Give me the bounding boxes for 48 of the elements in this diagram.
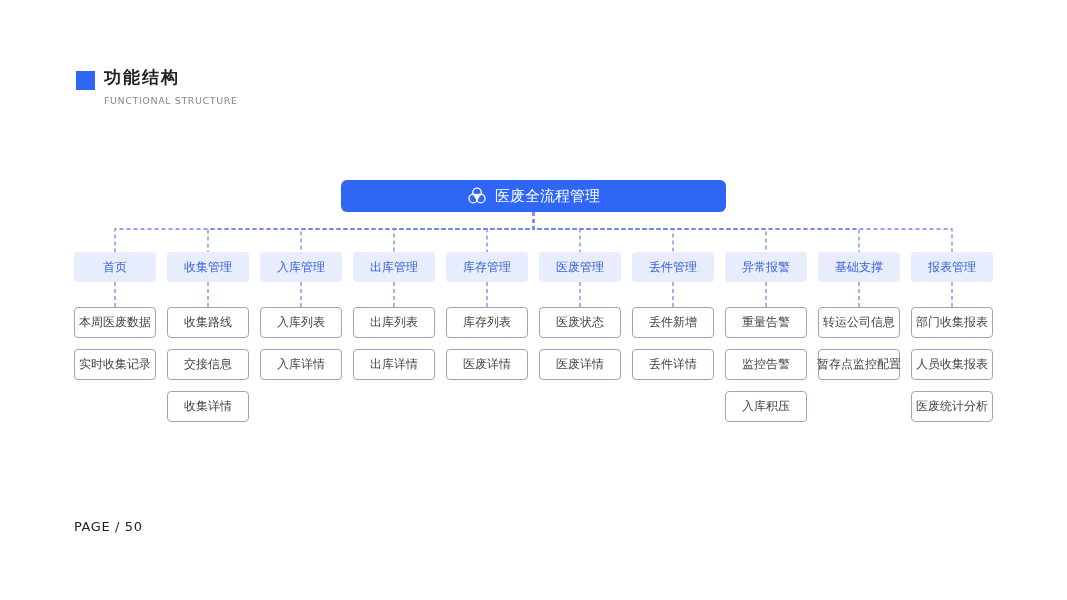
function-box: 收集路线: [167, 307, 249, 338]
function-box: 丢件新增: [632, 307, 714, 338]
module-box: 库存管理: [446, 252, 528, 282]
function-box: 医废详情: [446, 349, 528, 380]
subtitle: FUNCTIONAL STRUCTURE: [104, 95, 238, 106]
function-box: 人员收集报表: [911, 349, 993, 380]
function-box: 本周医废数据: [74, 307, 156, 338]
root-box: [341, 180, 726, 212]
connector-line: [672, 281, 674, 308]
function-box: 部门收集报表: [911, 307, 993, 338]
module-box: 报表管理: [911, 252, 993, 282]
function-box: 交接信息: [167, 349, 249, 380]
module-box: 丢件管理: [632, 252, 714, 282]
module-box: 出库管理: [353, 252, 435, 282]
function-box: 入库列表: [260, 307, 342, 338]
connector-line: [765, 281, 767, 308]
connector-line: [579, 281, 581, 308]
connector-line: [393, 281, 395, 308]
title: 功能结构: [104, 66, 180, 89]
function-box: 监控告警: [725, 349, 807, 380]
module-box: 入库管理: [260, 252, 342, 282]
function-box: 实时收集记录: [74, 349, 156, 380]
function-box: 医废详情: [539, 349, 621, 380]
function-box: 暂存点监控配置: [818, 349, 900, 380]
connector-line: [486, 281, 488, 308]
function-box: 重量告警: [725, 307, 807, 338]
function-box: 医废统计分析: [911, 391, 993, 422]
module-box: 医废管理: [539, 252, 621, 282]
function-box: 转运公司信息: [818, 307, 900, 338]
page-number: PAGE / 50: [74, 519, 143, 534]
connector-line: [114, 281, 116, 308]
function-box: 医废状态: [539, 307, 621, 338]
function-box: 入库详情: [260, 349, 342, 380]
function-box: 收集详情: [167, 391, 249, 422]
function-box: 出库详情: [353, 349, 435, 380]
connector-line: [207, 281, 209, 308]
module-box: 收集管理: [167, 252, 249, 282]
connector-line: [858, 281, 860, 308]
connector-line: [300, 281, 302, 308]
module-box: 基础支撑: [818, 252, 900, 282]
root-label: 医废全流程管理: [494, 186, 600, 206]
function-box: 出库列表: [353, 307, 435, 338]
connector-line: [951, 281, 953, 308]
function-box: 丢件详情: [632, 349, 714, 380]
function-box: 入库积压: [725, 391, 807, 422]
module-box: 首页: [74, 252, 156, 282]
function-box: 库存列表: [446, 307, 528, 338]
module-box: 异常报警: [725, 252, 807, 282]
